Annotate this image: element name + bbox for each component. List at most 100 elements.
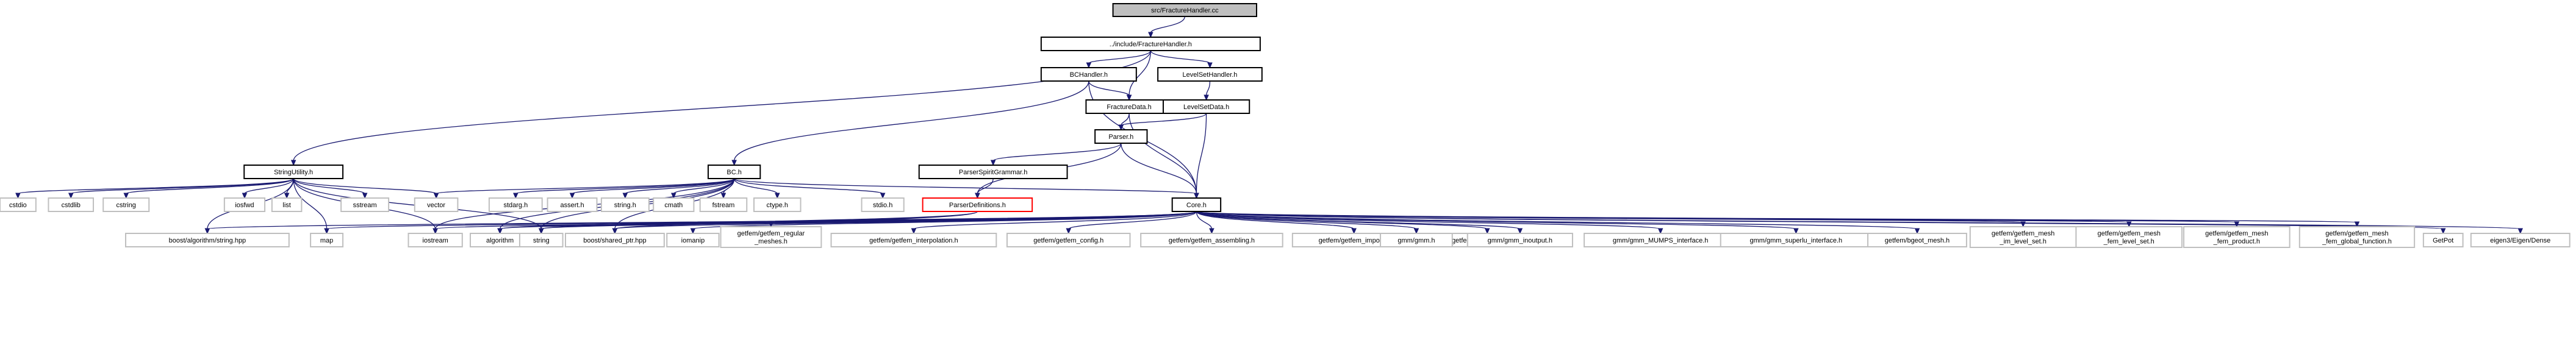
edge-su-sstream [293,178,365,194]
node-label: _fem_product.h [2213,238,2260,246]
node-bc[interactable]: BC.h [707,165,761,179]
node-iomanip[interactable]: iomanip [666,233,720,247]
edge-arrowhead [1914,228,1920,235]
node-fh[interactable]: ../include/FractureHandler.h [1040,37,1261,51]
node-lsd[interactable]: LevelSetData.h [1162,99,1250,114]
edge-su-map [293,178,328,230]
edge-arrowhead [1517,228,1523,235]
edge-core-gmmio [1196,211,1521,230]
node-gmmslu[interactable]: gmm/gmm_superlu_interface.h [1720,233,1872,247]
edge-lsd-parser [1121,113,1207,126]
node-stdio[interactable]: stdio.h [861,197,905,212]
node-parser[interactable]: Parser.h [1094,129,1148,144]
node-gfcfg[interactable]: getfem/getfem_config.h [1006,233,1131,247]
node-box [310,233,344,247]
node-label: BC.h [727,169,741,176]
node-ctype[interactable]: ctype.h [753,197,802,212]
node-label: stdio.h [873,202,892,209]
node-sstream[interactable]: sstream [340,197,390,212]
edge-lsh-lsd [1205,80,1211,96]
node-box [1171,197,1222,212]
edge-arrowhead [242,193,248,199]
node-gmm[interactable]: gmm/gmm.h [1380,233,1453,247]
node-psg[interactable]: ParserSpiritGrammar.h [918,165,1068,179]
node-bgeot[interactable]: getfem/bgeot_mesh.h [1867,233,1967,247]
node-string[interactable]: string [518,233,564,247]
node-box [2470,233,2571,247]
node-label: cmath [664,202,683,209]
edge-fh-fd [1128,50,1152,96]
node-box [102,197,150,212]
node-getpot[interactable]: GetPot [2422,233,2464,247]
node-core[interactable]: Core.h [1171,197,1222,212]
node-label: src/FractureHandler.cc [1151,7,1219,15]
node-stringh[interactable]: string.h [600,197,650,212]
node-gffemls[interactable]: getfem/getfem_mesh_fem_level_set.h [2075,226,2183,248]
node-cstring[interactable]: cstring [102,197,150,212]
node-label: _meshes.h [754,238,788,246]
node-gmmmumps[interactable]: gmm/gmm_MUMPS_interface.h [1584,233,1738,247]
node-box [1094,129,1148,144]
node-label: Core.h [1186,202,1207,209]
edge-root-fh [1150,16,1185,34]
edge-parser-core [1121,143,1197,194]
node-lsh[interactable]: LevelSetHandler.h [1157,67,1263,82]
node-fd[interactable]: FractureData.h [1085,99,1173,114]
node-cmath[interactable]: cmath [653,197,695,212]
node-gmmio[interactable]: gmm/gmm_inoutput.h [1466,233,1573,247]
node-cstdlib[interactable]: cstdlib [48,197,95,212]
node-asserth[interactable]: assert.h [547,197,598,212]
node-pdef[interactable]: ParserDefinitions.h [922,197,1033,212]
node-gfasm[interactable]: getfem/getfem_assembling.h [1140,233,1283,247]
edge-arrowhead [2440,228,2446,235]
node-bch[interactable]: BCHandler.h [1040,67,1137,82]
node-label: iosfwd [235,202,254,209]
node-eigen[interactable]: eigen3/Eigen/Dense [2470,233,2571,247]
edge-su-cstring [126,178,294,194]
node-box [861,197,905,212]
node-box [666,233,720,247]
node-box [518,233,564,247]
node-label: cstdio [9,202,27,209]
node-label: assert.h [560,202,584,209]
node-gfint[interactable]: getfem/getfem_interpolation.h [830,233,997,247]
node-box [407,233,463,247]
edge-core-eigen [1196,211,2521,230]
edge-core-gfint [913,211,1197,230]
node-box [1969,226,2077,248]
node-iostream[interactable]: iostream [407,233,463,247]
node-label: getfem/getfem_regular [737,230,805,238]
node-box [830,233,997,247]
node-vector[interactable]: vector [414,197,459,212]
node-bstr[interactable]: boost/algorithm/string.hpp [125,233,290,247]
node-iosfwd[interactable]: iosfwd [223,197,266,212]
edge-bc-ctype [733,178,778,194]
node-label: ParserSpiritGrammar.h [959,169,1027,176]
node-label: ParserDefinitions.h [949,202,1006,209]
node-bsp[interactable]: boost/shared_ptr.hpp [565,233,665,247]
edge-arrowhead [622,193,628,199]
node-gfimls[interactable]: getfem/getfem_mesh_im_level_set.h [1969,226,2077,248]
edge-arrowhead [768,221,774,228]
node-label: FractureData.h [1107,104,1151,111]
node-box [547,197,598,212]
edge-core-gffemgf [1196,211,2358,223]
node-gffemgf[interactable]: getfem/getfem_mesh_fem_global_function.h [2298,226,2416,248]
node-label: ../include/FractureHandler.h [1110,41,1192,48]
node-list[interactable]: list [271,197,303,212]
node-map[interactable]: map [310,233,344,247]
edge-arrowhead [612,228,618,235]
node-box [922,197,1033,212]
node-fstream[interactable]: fstream [699,197,748,212]
node-cstdio[interactable]: cstdio [0,197,37,212]
edge-arrowhead [880,193,886,199]
node-stdarg[interactable]: stdarg.h [488,197,543,212]
node-box [414,197,459,212]
node-gffemprod[interactable]: getfem/getfem_mesh_fem_product.h [2183,226,2291,248]
node-su[interactable]: StringUtility.h [243,165,344,179]
node-algorithm[interactable]: algorithm [470,233,531,247]
node-box [2422,233,2464,247]
node-label: getfem/getfem_mesh [2098,230,2161,238]
node-root[interactable]: src/FractureHandler.cc [1112,3,1257,17]
node-gfreg[interactable]: getfem/getfem_regular_meshes.h [720,226,822,248]
